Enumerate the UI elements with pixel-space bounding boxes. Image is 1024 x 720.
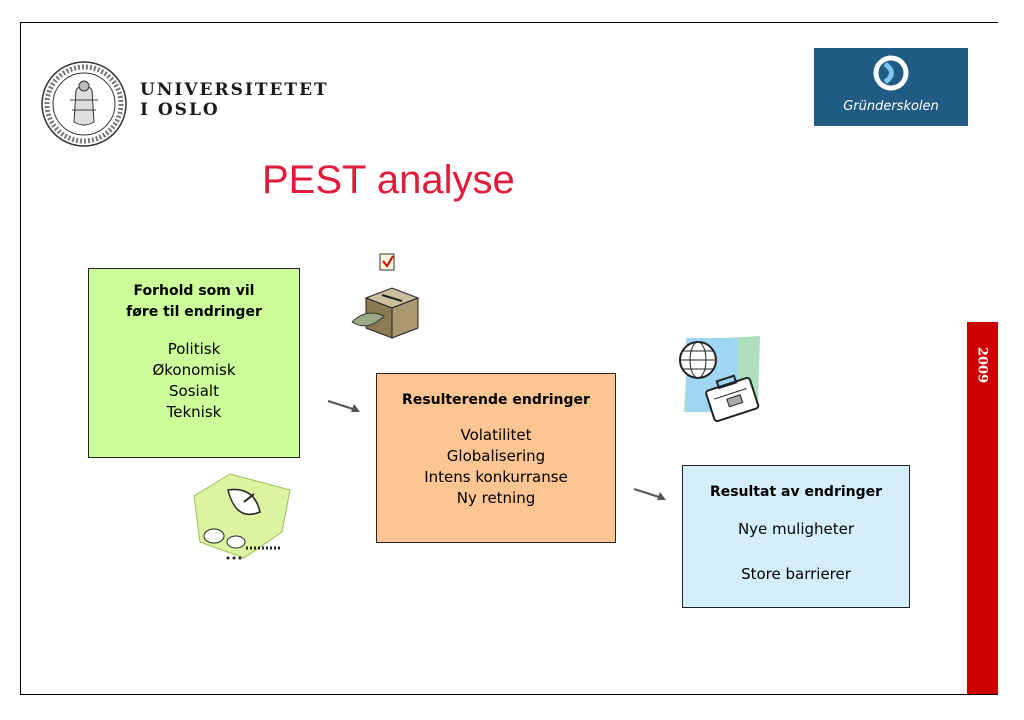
gronderskolen-logo: Gründerskolen [814,48,968,126]
satellite-dish-icon [193,473,291,560]
university-name-line2: I OSLO [140,100,220,120]
page-title: PEST analyse [262,158,515,202]
forhold-item: Sosialt [169,382,219,400]
resulterende-item: Intens konkurranse [424,468,568,486]
forhold-item: Politisk [167,340,221,358]
forhold-heading-line2: føre til endringer [126,304,262,320]
resultat-heading: Resultat av endringer [709,484,883,500]
resulterende-box: Resulterende endringer Volatilitet Globa… [376,373,616,543]
arrow-icon [633,488,666,500]
resulterende-item: Globalisering [446,447,546,465]
university-name: UNIVERSITETET I OSLO [140,80,329,120]
gronderskolen-logo-icon [873,55,909,91]
year-sidebar: 2009 [967,322,998,694]
year-label: 2009 [975,346,990,384]
resultat-item: Store barrierer [741,565,851,583]
slide-frame [20,22,998,695]
university-seal-icon [41,61,127,147]
resulterende-item: Volatilitet [460,426,532,444]
resultat-box: Resultat av endringer Nye muligheter Sto… [682,465,910,608]
resulterende-heading: Resulterende endringer [402,392,590,408]
forhold-item: Teknisk [166,403,222,421]
forhold-box: Forhold som vil føre til endringer Polit… [88,268,300,458]
globe-briefcase-icon [679,336,760,423]
ballot-box-icon [351,253,420,339]
resultat-item: Nye muligheter [737,520,855,538]
university-name-line1: UNIVERSITETET [140,80,329,100]
forhold-heading-line1: Forhold som vil [133,283,255,299]
arrow-icon [327,400,360,412]
logo-text: Gründerskolen [843,99,939,114]
resulterende-item: Ny retning [456,489,536,507]
forhold-item: Økonomisk [152,361,236,379]
